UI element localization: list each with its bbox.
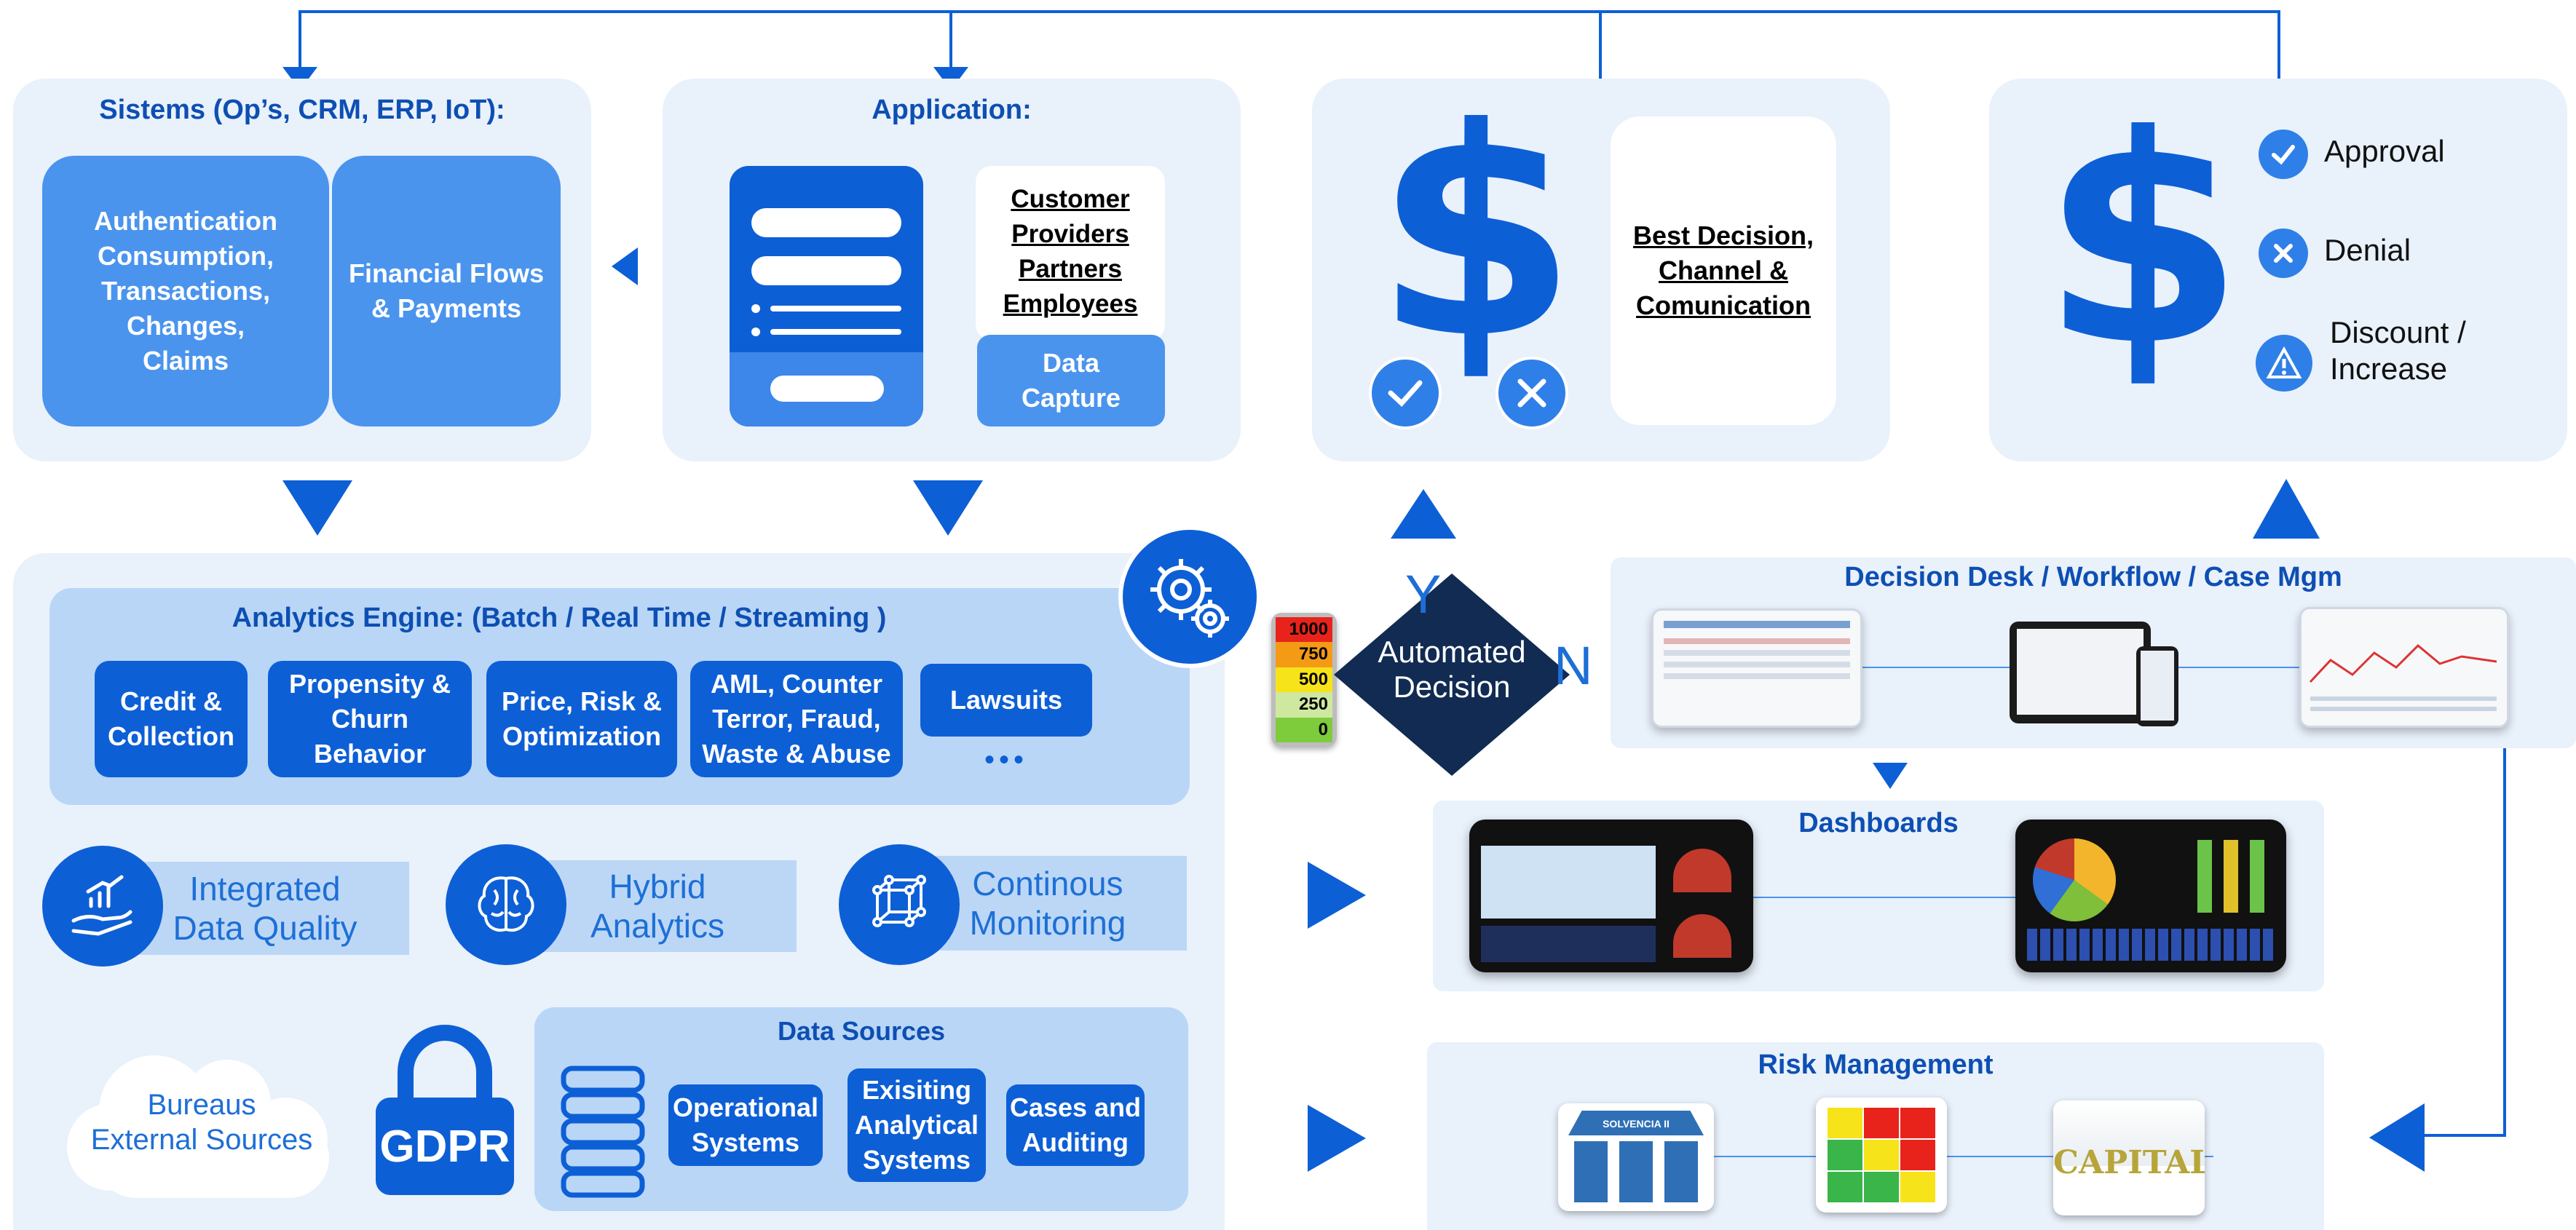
decision-no: N	[1554, 635, 1593, 696]
svg-text:$: $	[1392, 115, 1560, 377]
padlock-icon: GDPR	[376, 1025, 514, 1195]
sistems-panel: Sistems (Op’s, CRM, ERP, IoT): Authentic…	[13, 79, 591, 461]
arrow-left-risk	[2369, 1103, 2425, 1172]
stakeholder-customer: Customer	[1011, 185, 1130, 213]
source-operational-systems: Operational Systems	[668, 1084, 823, 1166]
cost-overview-dashboard	[1469, 820, 1753, 972]
x-icon	[2259, 229, 2308, 278]
arrow-down-analytics-1	[283, 480, 352, 536]
analytics-dashboard	[2015, 820, 2286, 972]
arrow-up-decision	[1391, 489, 1456, 539]
decision-desk-title: Decision Desk / Workflow / Case Mgm	[1844, 562, 2342, 592]
application-title: Application:	[872, 95, 1032, 125]
source-analytical-systems: Exisiting Analytical Systems	[848, 1068, 986, 1182]
bureaus-text: Bureaus External Sources	[90, 1089, 313, 1156]
x-icon	[1496, 357, 1568, 429]
best-decision-text: Best Decision, Channel & Comunication	[1632, 221, 1814, 320]
arrow-down-dashboards	[1873, 763, 1908, 789]
model-lawsuits: Lawsuits	[920, 664, 1092, 737]
gears-icon	[1118, 525, 1261, 668]
outcome-denial: Denial	[2324, 233, 2411, 267]
brain-icon	[446, 844, 566, 965]
stakeholder-partners: Partners	[1018, 255, 1123, 283]
decision-yes: Y	[1405, 564, 1442, 624]
case-list-screenshot	[1651, 608, 1862, 728]
outcomes-panel: $ Approval Denial Discount / Increase	[1989, 79, 2567, 461]
data-capture-tile: Data Capture	[977, 335, 1165, 426]
score-level: 500	[1276, 667, 1332, 693]
outcome-discount: Discount / Increase	[2330, 315, 2466, 386]
feedback-line-top	[299, 10, 2280, 80]
automated-decision-label: Automated Decision	[1378, 635, 1526, 704]
arrow-up-outcomes	[2253, 479, 2320, 539]
svg-text:$: $	[2059, 122, 2227, 384]
model-credit-collection: Credit & Collection	[95, 661, 248, 777]
risk-management-panel: Risk Management SOLVENCIA II CAPITAL	[1427, 1042, 2324, 1230]
risk-management-title: Risk Management	[1758, 1050, 1994, 1080]
analytics-engine-title: Analytics Engine: (Batch / Real Time / S…	[232, 603, 887, 633]
model-propensity-churn: Propensity & Churn Behavior	[268, 661, 472, 777]
best-decision-panel: $ Best Decision, Channel & Comunication	[1312, 79, 1890, 461]
tablet-screenshot	[2010, 622, 2151, 723]
model-aml-fraud: AML, Counter Terror, Fraud, Waste & Abus…	[690, 661, 903, 777]
phone-screenshot	[2136, 646, 2178, 726]
feedback-line-right	[2425, 742, 2506, 1137]
arrow-left-financial	[612, 247, 638, 285]
risk-matrix-image	[1816, 1098, 1947, 1213]
stakeholders-list: Customer Providers Partners Employees	[976, 182, 1165, 322]
model-price-risk: Price, Risk & Optimization	[486, 661, 677, 777]
sistems-title: Sistems (Op’s, CRM, ERP, IoT):	[99, 95, 505, 125]
outcome-approval: Approval	[2324, 134, 2445, 168]
data-sources-band: Data Sources Operational Systems Exisiti…	[534, 1007, 1188, 1211]
check-icon	[1369, 357, 1442, 429]
dollar-icon: $	[1392, 115, 1560, 377]
dollar-icon: $	[2059, 122, 2227, 384]
capital-image: CAPITAL	[2053, 1100, 2205, 1215]
auth-transactions-tile: Authentication Consumption, Transactions…	[42, 156, 329, 426]
check-icon	[2259, 130, 2308, 179]
financial-flows-tile: Financial Flows & Payments	[332, 156, 561, 426]
score-level: 0	[1276, 717, 1332, 742]
score-level: 750	[1276, 642, 1332, 667]
arrow-down-analytics-2	[913, 480, 983, 536]
source-cases-auditing: Cases and Auditing	[1006, 1084, 1145, 1166]
warning-icon	[2256, 335, 2312, 392]
score-level: 1000	[1276, 617, 1332, 643]
application-panel: Application: Customer Providers Partners…	[663, 79, 1241, 461]
more-models-ellipsis: •••	[984, 744, 1028, 776]
hand-chart-icon	[42, 846, 163, 967]
form-app-icon	[730, 166, 923, 426]
analytics-engine-band: Analytics Engine: (Batch / Real Time / S…	[50, 588, 1190, 805]
solvencia-label: SOLVENCIA II	[1568, 1111, 1704, 1135]
decision-diamond	[1334, 574, 1570, 776]
dashboards-panel: Dashboards	[1433, 801, 2324, 991]
database-icon	[561, 1066, 645, 1198]
stakeholder-employees: Employees	[1003, 290, 1138, 318]
integrated-data-quality-badge: Integrated Data Quality	[121, 862, 409, 955]
hybrid-analytics-badge: Hybrid Analytics	[518, 860, 797, 952]
dashboards-connector	[1739, 897, 2030, 898]
stakeholder-providers: Providers	[1011, 220, 1129, 248]
best-decision-box: Best Decision, Channel & Comunication	[1611, 116, 1836, 425]
network-cube-icon	[839, 844, 960, 965]
gdpr-label: GDPR	[376, 1098, 514, 1195]
score-level: 250	[1276, 692, 1332, 718]
capital-label: CAPITAL	[2053, 1144, 2205, 1181]
arrow-right-risk	[1308, 1105, 1366, 1172]
cloud-icon	[67, 1055, 329, 1198]
solvencia-pillars-image: SOLVENCIA II	[1558, 1103, 1714, 1211]
decision-desk-panel: Decision Desk / Workflow / Case Mgm	[1611, 558, 2576, 748]
chart-report-screenshot	[2299, 607, 2509, 728]
dashboards-title: Dashboards	[1798, 808, 1959, 838]
arrow-right-dashboards	[1308, 862, 1366, 929]
data-sources-title: Data Sources	[777, 1016, 946, 1046]
stakeholders-box: Customer Providers Partners Employees	[976, 166, 1165, 341]
